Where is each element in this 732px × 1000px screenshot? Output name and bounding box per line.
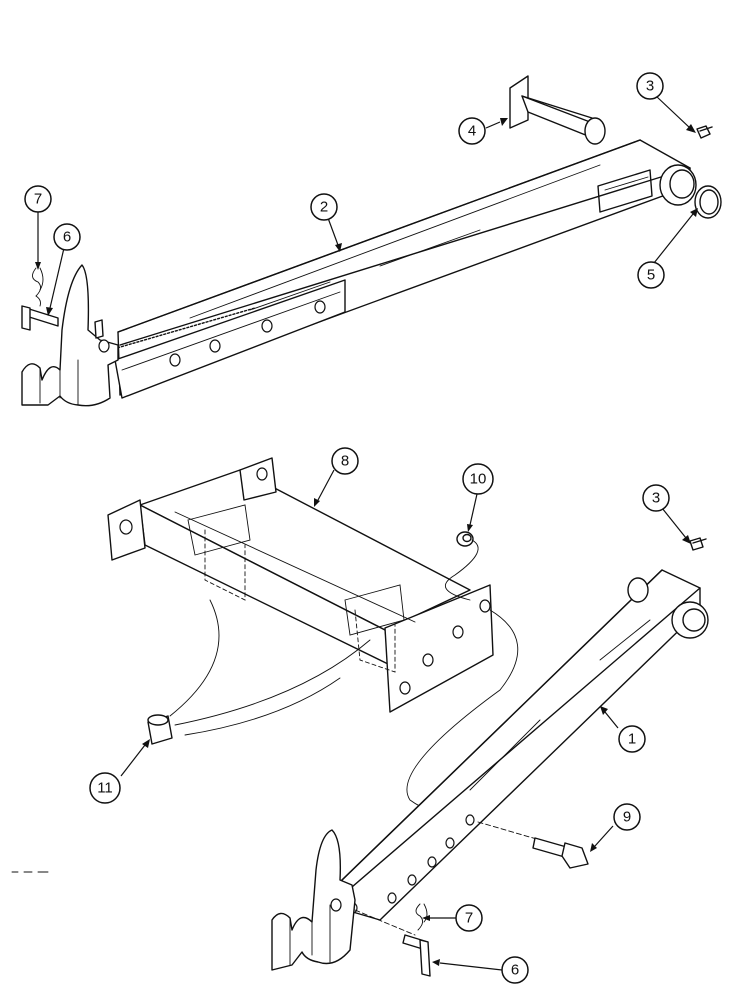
lower-link-upper — [21, 139, 697, 407]
callout-10: 10 — [462, 463, 494, 495]
hair-pin-clip-lower — [354, 903, 428, 936]
svg-text:7: 7 — [465, 910, 473, 927]
callout-2: 2 — [310, 193, 338, 221]
callout-6-lower: 6 — [501, 956, 529, 984]
svg-text:9: 9 — [623, 809, 631, 826]
svg-text:5: 5 — [647, 267, 655, 284]
svg-text:7: 7 — [34, 191, 42, 208]
callout-7-lower: 7 — [455, 904, 483, 932]
svg-text:3: 3 — [646, 78, 654, 95]
assembly-line — [169, 599, 220, 717]
svg-text:6: 6 — [63, 229, 71, 246]
lynch-pin-top — [21, 305, 59, 331]
svg-text:8: 8 — [341, 453, 349, 470]
svg-text:3: 3 — [652, 490, 660, 507]
callout-1: 1 — [618, 725, 646, 753]
assembly-line — [184, 677, 341, 736]
callout-5: 5 — [637, 261, 665, 289]
callout-11: 11 — [89, 772, 121, 804]
callout-3-top: 3 — [636, 72, 664, 100]
svg-text:6: 6 — [511, 962, 519, 979]
grease-fitting-lower — [689, 537, 707, 551]
pin-with-plate — [509, 75, 606, 145]
drawbar-frame — [107, 457, 494, 713]
snap-ring — [694, 185, 722, 219]
lynch-pin-lower — [402, 934, 431, 977]
callout-3-lower: 3 — [642, 484, 670, 512]
leader-lines — [35, 95, 698, 971]
callout-9: 9 — [613, 803, 641, 831]
hair-pin-clip-top — [32, 267, 44, 307]
svg-text:11: 11 — [97, 780, 113, 797]
callout-7-top: 7 — [24, 185, 52, 213]
assembly-line — [444, 539, 479, 601]
svg-text:10: 10 — [470, 471, 487, 488]
svg-text:1: 1 — [628, 731, 636, 748]
callout-6-top: 6 — [53, 223, 81, 251]
assembly-line — [174, 639, 371, 726]
bolt — [477, 821, 589, 869]
grease-fitting-top — [696, 125, 713, 139]
callout-8: 8 — [331, 447, 359, 475]
svg-text:4: 4 — [468, 123, 476, 140]
svg-text:2: 2 — [320, 199, 328, 216]
lower-link-lower — [271, 569, 709, 971]
callout-4: 4 — [458, 117, 486, 145]
bushing-small — [456, 531, 474, 547]
bushing-large — [147, 714, 173, 745]
